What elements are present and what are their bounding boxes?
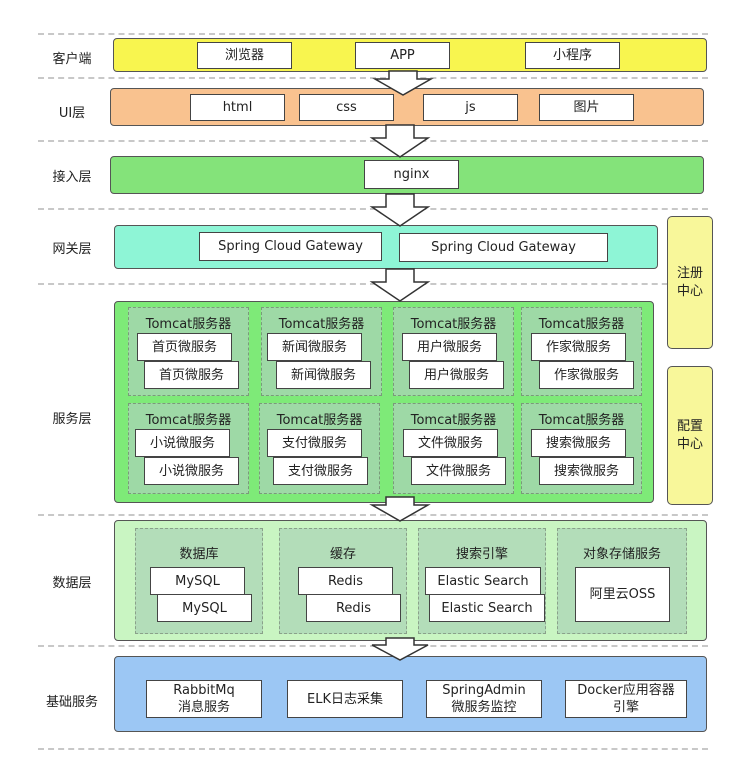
separator [38,77,708,79]
data-group-title: 缓存 [329,547,356,562]
layer-label-infra: 基础服务 [45,695,98,710]
microservice-box-back: 小说微服务 [135,429,230,457]
layer-label-gateway: 网关层 [52,242,92,257]
registry-center-box: 注册 中心 [667,216,713,349]
microservice-box-front: 首页微服务 [144,361,239,389]
microservice-box-front: 用户微服务 [409,361,504,389]
separator [38,33,708,35]
ui-image-box: 图片 [539,94,634,121]
microservice-box-front: 作家微服务 [539,361,634,389]
microservice-box-front: 小说微服务 [144,457,239,485]
ui-css-box: css [299,94,394,121]
tomcat-title: Tomcat服务器 [410,413,497,428]
layer-label-service: 服务层 [52,412,92,427]
nginx-box: nginx [364,160,459,189]
cache-box-back: Redis [298,567,393,595]
microservice-box-back: 搜索微服务 [531,429,626,457]
tomcat-title: Tomcat服务器 [276,413,363,428]
tomcat-title: Tomcat服务器 [538,413,625,428]
search-engine-box-back: Elastic Search [425,567,541,595]
down-arrow-icon [369,268,431,302]
microservice-box-front: 支付微服务 [273,457,368,485]
data-group-title: 搜索引擎 [455,547,508,562]
cache-box-front: Redis [306,594,401,622]
microservice-box-back: 作家微服务 [531,333,626,361]
client-browser-box: 浏览器 [197,42,292,69]
layer-label-data: 数据层 [52,576,92,591]
microservice-box-back: 首页微服务 [137,333,232,361]
search-engine-box-front: Elastic Search [429,594,545,622]
separator [38,140,708,142]
separator [38,748,708,750]
microservice-box-back: 文件微服务 [403,429,498,457]
tomcat-title: Tomcat服务器 [410,317,497,332]
database-box-back: MySQL [150,567,245,595]
gateway-box-2: Spring Cloud Gateway [399,233,608,262]
layer-label-client: 客户端 [52,52,92,67]
microservice-box-back: 支付微服务 [267,429,362,457]
data-group-title: 对象存储服务 [582,547,661,562]
database-box-front: MySQL [157,594,252,622]
infra-rabbitmq-box: RabbitMq 消息服务 [146,680,262,718]
layer-label-access: 接入层 [52,170,92,185]
microservice-box-front: 文件微服务 [411,457,506,485]
infra-elk-box: ELK日志采集 [287,680,403,718]
ui-js-box: js [423,94,518,121]
client-miniprogram-box: 小程序 [525,42,620,69]
microservice-box-back: 用户微服务 [402,333,497,361]
separator [38,514,708,516]
microservice-box-back: 新闻微服务 [267,333,362,361]
down-arrow-icon [372,70,434,96]
tomcat-title: Tomcat服务器 [145,317,232,332]
oss-box: 阿里云OSS [575,567,670,622]
down-arrow-icon [369,496,431,522]
down-arrow-icon [371,637,429,661]
data-group-title: 数据库 [179,547,219,562]
microservice-box-front: 搜索微服务 [539,457,634,485]
down-arrow-icon [369,193,431,227]
client-app-box: APP [355,42,450,69]
tomcat-title: Tomcat服务器 [538,317,625,332]
separator [38,283,708,285]
layer-label-ui: UI层 [58,106,86,121]
infra-springadmin-box: SpringAdmin 微服务监控 [426,680,542,718]
tomcat-title: Tomcat服务器 [278,317,365,332]
ui-html-box: html [190,94,285,121]
config-center-box: 配置 中心 [667,366,713,505]
down-arrow-icon [369,124,431,158]
microservice-box-front: 新闻微服务 [276,361,371,389]
separator [38,208,708,210]
infra-docker-box: Docker应用容器 引擎 [565,680,687,718]
gateway-box-1: Spring Cloud Gateway [199,232,382,261]
tomcat-title: Tomcat服务器 [145,413,232,428]
